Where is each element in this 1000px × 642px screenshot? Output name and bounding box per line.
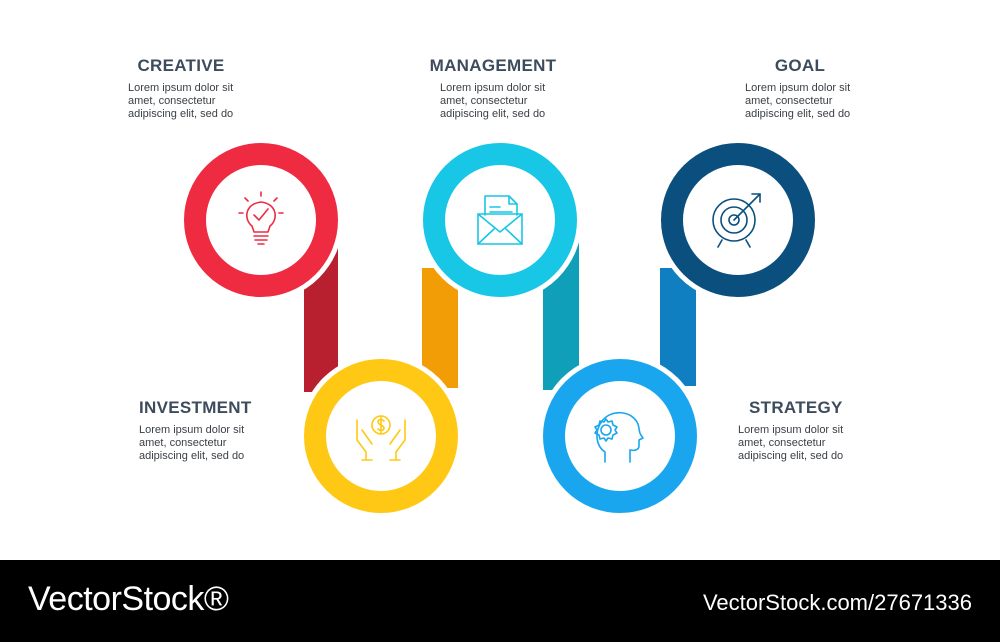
step-strategy: STRATEGY Lorem ipsum dolor sit amet, con… — [738, 398, 888, 463]
step-description: Lorem ipsum dolor sit amet, consectetur … — [139, 424, 245, 462]
circle-strategy — [538, 354, 702, 518]
infographic: CREATIVE Lorem ipsum dolor sit amet, con… — [106, 56, 888, 518]
circle-management — [418, 138, 582, 302]
circle-investment — [299, 354, 463, 518]
step-title: CREATIVE — [137, 56, 225, 75]
step-goal: GOAL Lorem ipsum dolor sit amet, consect… — [725, 56, 875, 121]
hands-dollar-coin-icon — [356, 415, 406, 461]
step-title: GOAL — [774, 56, 826, 75]
step-creative: CREATIVE Lorem ipsum dolor sit amet, con… — [106, 56, 256, 121]
target-arrow-icon — [712, 193, 761, 248]
step-description: Lorem ipsum dolor sit amet, consectetur … — [128, 82, 234, 120]
step-description: Lorem ipsum dolor sit amet, consectetur … — [440, 82, 546, 120]
step-title: INVESTMENT — [139, 398, 252, 417]
step-title: MANAGEMENT — [429, 56, 557, 75]
step-description: Lorem ipsum dolor sit amet, consectetur … — [738, 424, 844, 462]
circle-goal — [656, 138, 820, 302]
connector-strategy-goal — [660, 268, 696, 386]
head-gear-icon — [594, 411, 644, 463]
watermark-footer: VectorStock® VectorStock.com/27671336 — [0, 560, 1000, 642]
step-description: Lorem ipsum dolor sit amet, consectetur … — [745, 82, 851, 120]
lightbulb-check-icon — [238, 191, 284, 245]
image-id: VectorStock.com/27671336 — [702, 590, 972, 615]
circle-creative — [179, 138, 343, 302]
vectorstock-logo: VectorStock® — [28, 580, 229, 618]
infographic-canvas — [179, 138, 820, 518]
step-investment: INVESTMENT Lorem ipsum dolor sit amet, c… — [139, 398, 289, 463]
connector-investment-management — [422, 268, 458, 388]
step-title: STRATEGY — [749, 398, 843, 417]
step-management: MANAGEMENT Lorem ipsum dolor sit amet, c… — [418, 56, 568, 121]
envelope-document-icon — [477, 195, 523, 245]
